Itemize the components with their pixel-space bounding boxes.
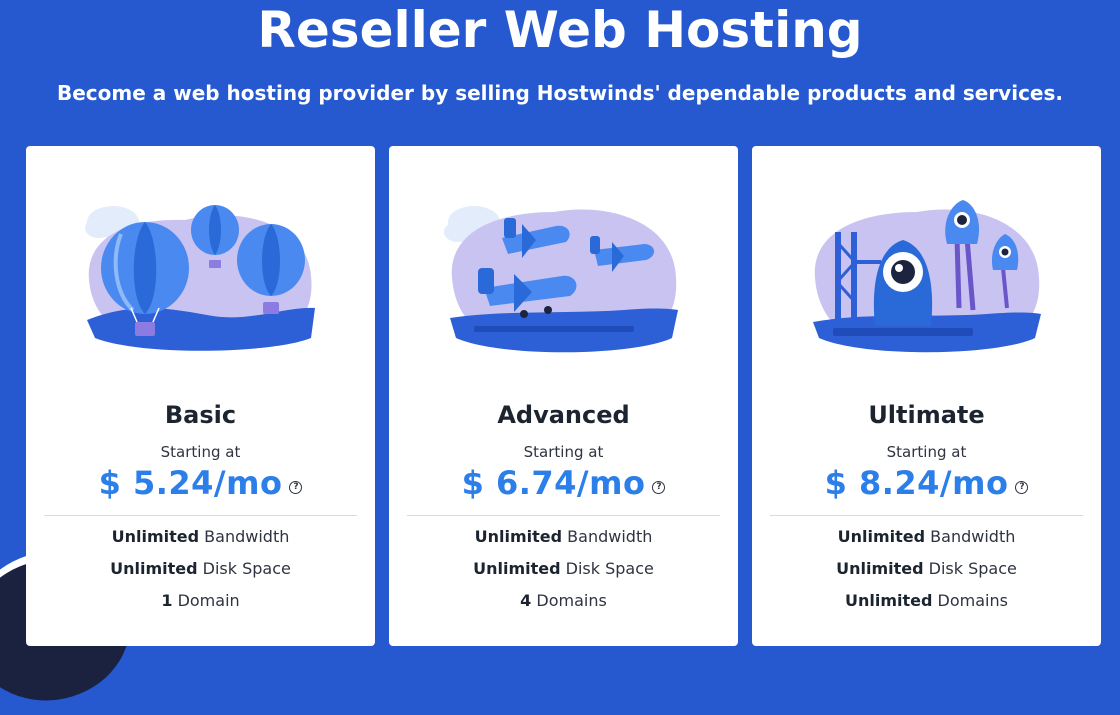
feature-bandwidth: Unlimited Bandwidth	[111, 527, 290, 546]
question-help-icon[interactable]: ?	[652, 480, 666, 494]
plan-card-ultimate[interactable]: Ultimate Starting at $ 8.24/mo ? Unlimit…	[752, 146, 1101, 646]
feature-disk-space: Unlimited Disk Space	[473, 559, 654, 578]
feature-list: Unlimited Bandwidth Unlimited Disk Space…	[389, 526, 738, 622]
starting-at-label: Starting at	[886, 443, 967, 461]
divider	[770, 515, 1083, 516]
divider	[44, 515, 357, 516]
feature-list: Unlimited Bandwidth Unlimited Disk Space…	[752, 526, 1101, 622]
plan-price: $ 6.74/mo	[461, 464, 646, 502]
question-help-icon[interactable]: ?	[1015, 480, 1029, 494]
feature-bandwidth: Unlimited Bandwidth	[474, 527, 653, 546]
starting-at-label: Starting at	[160, 443, 241, 461]
rockets-illustration	[813, 200, 1041, 353]
airplanes-illustration	[444, 206, 678, 353]
divider	[407, 515, 720, 516]
feature-domains: 1 Domain	[161, 591, 240, 610]
feature-list: Unlimited Bandwidth Unlimited Disk Space…	[26, 526, 375, 622]
hot-air-balloons-illustration	[85, 205, 315, 351]
feature-domains: Unlimited Domains	[845, 591, 1008, 610]
feature-domains: 4 Domains	[520, 591, 607, 610]
plan-name: Basic	[164, 401, 237, 429]
starting-at-label: Starting at	[523, 443, 604, 461]
price-row: $ 5.24/mo ?	[26, 464, 375, 502]
question-help-icon[interactable]: ?	[289, 480, 303, 494]
feature-disk-space: Unlimited Disk Space	[110, 559, 291, 578]
page-title: Reseller Web Hosting	[257, 1, 863, 59]
feature-bandwidth: Unlimited Bandwidth	[837, 527, 1016, 546]
page-subtitle: Become a web hosting provider by selling…	[56, 81, 1063, 105]
price-row: $ 6.74/mo ?	[389, 464, 738, 502]
feature-disk-space: Unlimited Disk Space	[836, 559, 1017, 578]
price-row: $ 8.24/mo ?	[752, 464, 1101, 502]
plan-card-advanced[interactable]: Advanced Starting at $ 6.74/mo ? Unlimit…	[389, 146, 738, 646]
plan-price: $ 8.24/mo	[824, 464, 1009, 502]
plan-name: Ultimate	[868, 401, 985, 429]
plan-card-basic[interactable]: Basic Starting at $ 5.24/mo ? Unlimited …	[26, 146, 375, 646]
plan-price: $ 5.24/mo	[98, 464, 283, 502]
plan-name: Advanced	[497, 401, 630, 429]
